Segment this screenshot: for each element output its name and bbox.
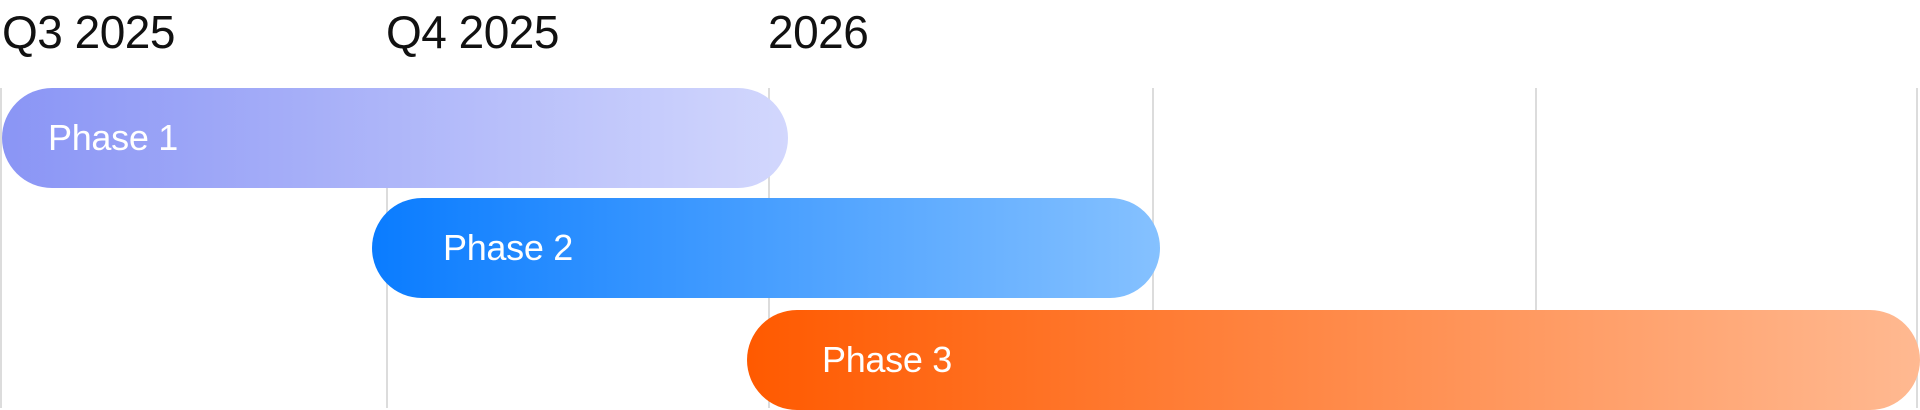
period-label-q4-2025: Q4 2025 [386, 6, 559, 58]
gridline [0, 88, 2, 408]
phase-label: Phase 2 [443, 227, 573, 268]
gridline [1535, 88, 1537, 408]
phase-bar-2[interactable]: Phase 2 [372, 198, 1160, 298]
gridline [1916, 88, 1918, 408]
phase-label: Phase 1 [48, 117, 178, 158]
period-label-q3-2025: Q3 2025 [2, 6, 175, 58]
phase-bar-3[interactable]: Phase 3 [747, 310, 1920, 410]
phase-label: Phase 3 [822, 339, 952, 380]
phase-bar-1[interactable]: Phase 1 [2, 88, 788, 188]
period-label-2026: 2026 [768, 6, 869, 58]
